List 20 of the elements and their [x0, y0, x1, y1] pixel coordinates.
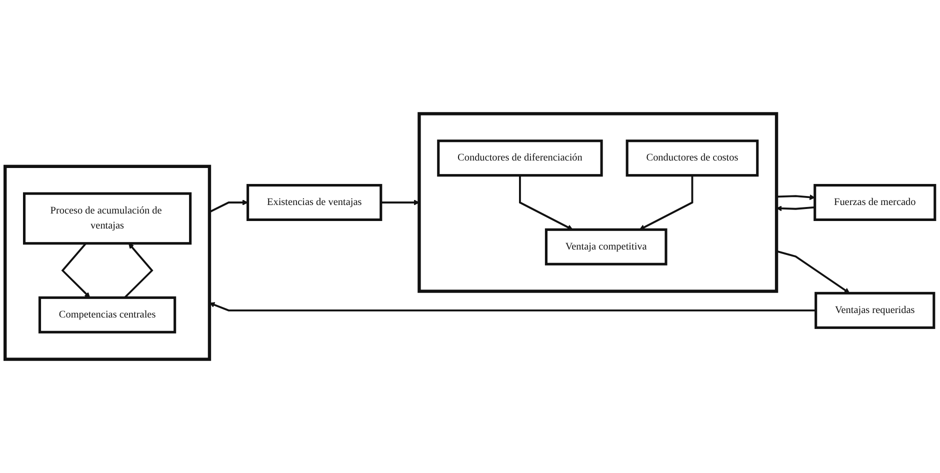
- arrow: [61, 242, 90, 298]
- node-box: Ventaja competitiva: [544, 228, 668, 266]
- node-box: Competencias centrales: [38, 296, 176, 334]
- arrow: [209, 302, 816, 312]
- node-box: Proceso de acumulación de ventajas: [23, 192, 192, 245]
- node-box: Existencias de ventajas: [246, 184, 382, 222]
- cluster: [4, 164, 212, 361]
- node-box: Fuerzas de mercado: [814, 184, 936, 222]
- arrow: [776, 250, 850, 294]
- node-box: Ventajas requeridas: [814, 292, 936, 329]
- arrow: [124, 243, 154, 298]
- arrow: [519, 175, 573, 230]
- arrow: [380, 200, 420, 206]
- node-box: Conductores de costos: [626, 140, 759, 177]
- node-box: Conductores de diferenciación: [437, 140, 603, 177]
- arrow: [776, 194, 816, 200]
- arrow: [209, 200, 248, 213]
- arrow: [776, 206, 815, 212]
- arrow: [639, 175, 694, 230]
- cluster: [418, 112, 778, 293]
